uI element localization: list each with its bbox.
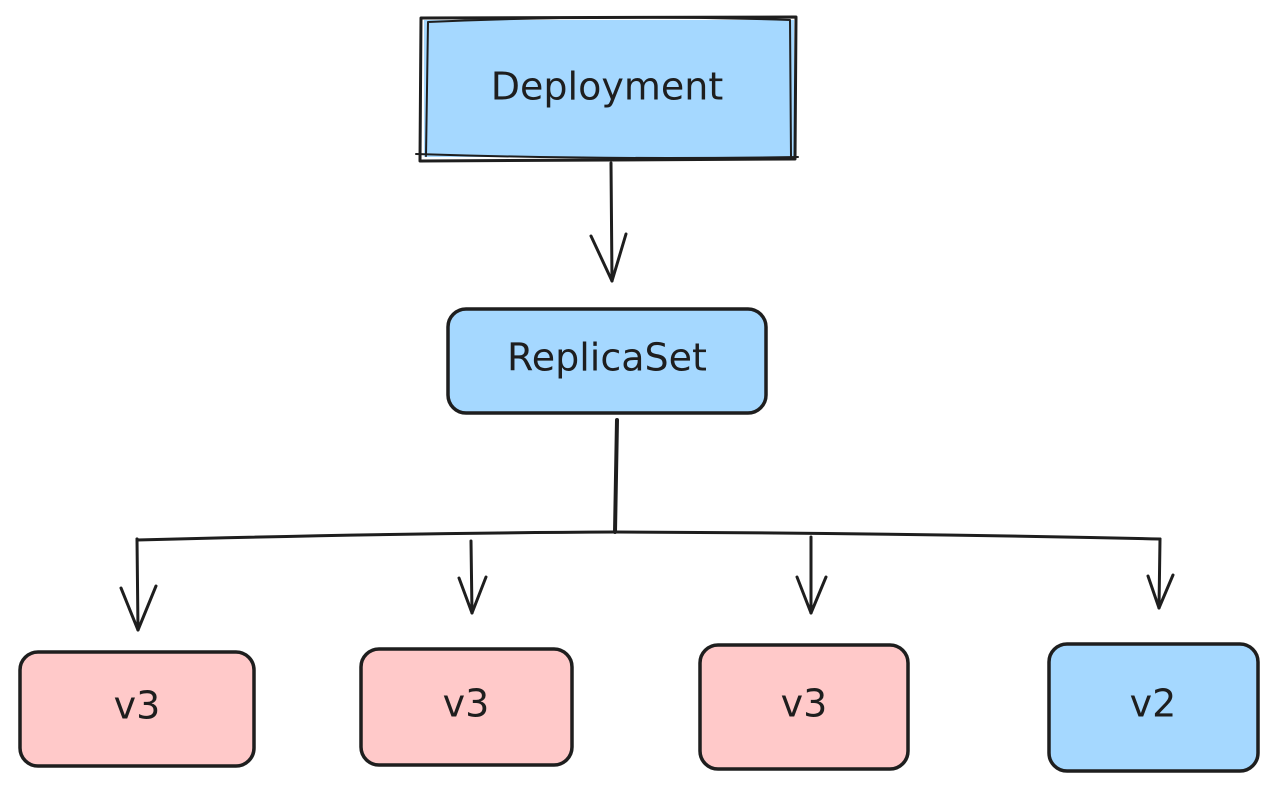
replicaset-label: ReplicaSet <box>507 336 707 380</box>
replicaset-to-pods-connector <box>135 418 1162 542</box>
deployment-border-sketch <box>415 16 799 159</box>
deployment-to-replicaset-arrow <box>589 161 628 283</box>
pod-label: v3 <box>781 682 828 726</box>
pod-box <box>359 647 574 767</box>
pod-box <box>1047 642 1260 773</box>
deployment-box <box>424 20 794 157</box>
deployment-node[interactable]: Deployment <box>415 15 799 163</box>
pod-label: v2 <box>1130 682 1177 726</box>
pod-arrow-1 <box>119 537 158 632</box>
pod-box <box>698 643 910 771</box>
pod-arrow-4 <box>1146 537 1175 610</box>
replicaset-node[interactable]: ReplicaSet <box>446 307 768 415</box>
pod-box <box>18 650 256 768</box>
pod-node-4[interactable]: v2 <box>1047 642 1260 773</box>
pod-label: v3 <box>114 684 161 728</box>
pod-label: v3 <box>443 682 490 726</box>
pod-node-2[interactable]: v3 <box>359 647 574 767</box>
pod-arrow-2 <box>457 539 488 615</box>
pod-node-1[interactable]: v3 <box>18 650 256 768</box>
pod-arrow-3 <box>795 535 828 615</box>
pod-node-3[interactable]: v3 <box>698 643 910 771</box>
replicaset-box <box>446 307 768 415</box>
deployment-label: Deployment <box>491 65 723 109</box>
